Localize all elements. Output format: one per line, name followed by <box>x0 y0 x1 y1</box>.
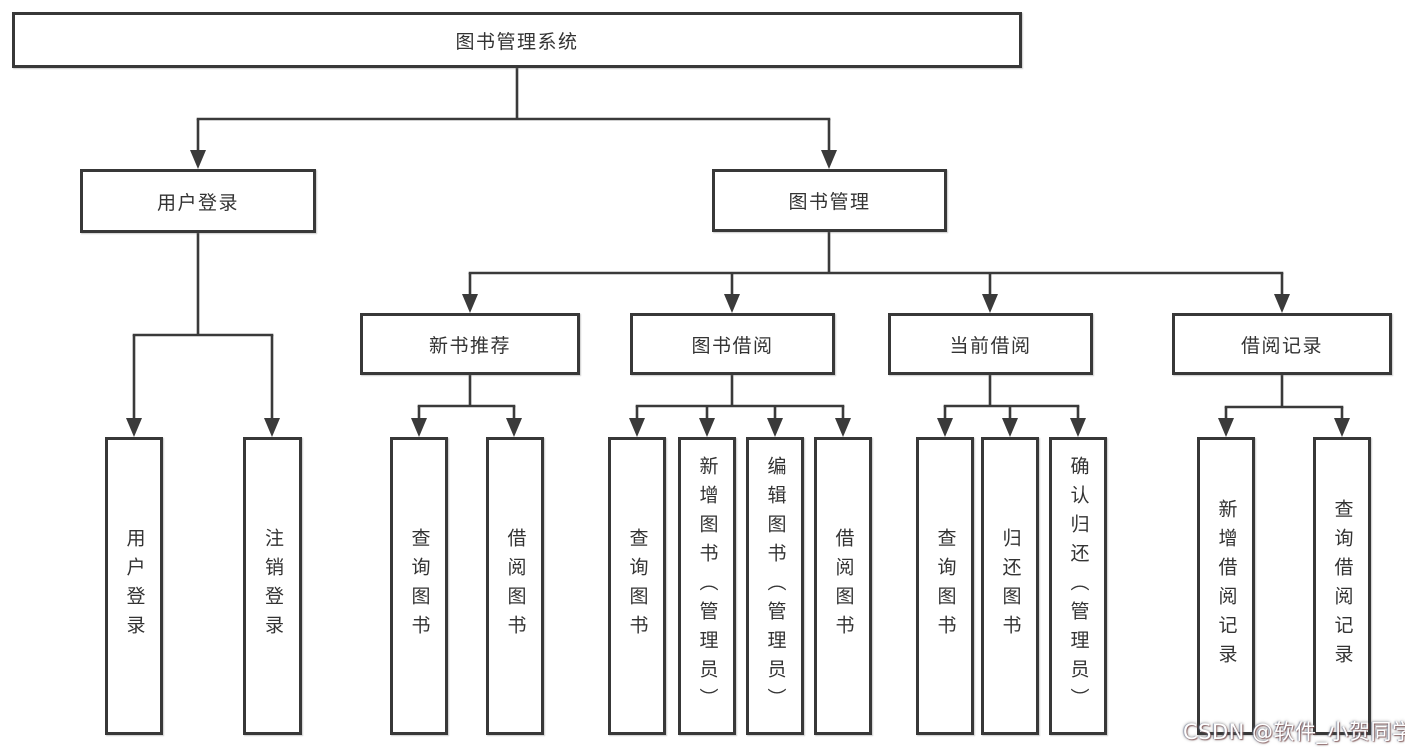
node-current-borrowing: 当前借阅 <box>888 313 1093 375</box>
node-current-borrowing-label: 当前借阅 <box>949 334 1032 357</box>
leaf-add-borrow-record: 新增借阅记录 <box>1197 437 1255 735</box>
leaf-query-borrow-record-label: 查询借阅记录 <box>1331 499 1354 673</box>
leaf-edit-book-admin: 编辑图书（管理员） <box>746 437 804 735</box>
leaf-recommend-borrow-book: 借阅图书 <box>486 437 544 735</box>
leaf-user-login-label: 用户登录 <box>123 528 146 644</box>
node-borrowing-records-label: 借阅记录 <box>1240 334 1323 357</box>
leaf-borrow-query-book-label: 查询图书 <box>626 528 649 644</box>
leaf-confirm-return-admin: 确认归还（管理员） <box>1049 437 1107 735</box>
leaf-recommend-query-book: 查询图书 <box>390 437 448 735</box>
leaf-return-book: 归还图书 <box>981 437 1039 735</box>
leaf-current-query-book-label: 查询图书 <box>934 528 957 644</box>
leaf-logout: 注销登录 <box>243 437 302 735</box>
leaf-edit-book-admin-label: 编辑图书（管理员） <box>764 455 787 717</box>
node-user-login: 用户登录 <box>80 169 316 233</box>
leaf-borrow-query-book: 查询图书 <box>608 437 666 735</box>
node-book-borrowing: 图书借阅 <box>630 313 835 375</box>
leaf-borrow-book: 借阅图书 <box>814 437 872 735</box>
node-root: 图书管理系统 <box>12 12 1022 68</box>
leaf-add-borrow-record-label: 新增借阅记录 <box>1215 499 1238 673</box>
leaf-confirm-return-admin-label: 确认归还（管理员） <box>1067 455 1090 717</box>
node-book-management: 图书管理 <box>712 169 947 232</box>
node-new-book-recommend: 新书推荐 <box>360 313 580 375</box>
leaf-logout-label: 注销登录 <box>262 528 284 644</box>
csdn-watermark: CSDN @软件_小贺同学 <box>1183 720 1405 744</box>
leaf-recommend-borrow-book-label: 借阅图书 <box>504 528 527 644</box>
node-new-book-recommend-label: 新书推荐 <box>428 334 511 357</box>
leaf-add-book-admin: 新增图书（管理员） <box>678 437 736 735</box>
node-root-label: 图书管理系统 <box>455 30 579 53</box>
arrowheads <box>126 150 1350 437</box>
node-book-borrowing-label: 图书借阅 <box>691 334 774 357</box>
leaf-return-book-label: 归还图书 <box>999 528 1022 644</box>
leaf-current-query-book: 查询图书 <box>916 437 974 735</box>
leaf-add-book-admin-label: 新增图书（管理员） <box>696 455 719 717</box>
node-book-management-label: 图书管理 <box>788 191 871 213</box>
leaf-query-borrow-record: 查询借阅记录 <box>1313 437 1371 735</box>
leaf-borrow-book-label: 借阅图书 <box>832 528 855 644</box>
node-borrowing-records: 借阅记录 <box>1172 313 1392 375</box>
leaf-recommend-query-book-label: 查询图书 <box>408 528 431 644</box>
leaf-user-login: 用户登录 <box>105 437 163 735</box>
node-user-login-label: 用户登录 <box>156 191 239 214</box>
